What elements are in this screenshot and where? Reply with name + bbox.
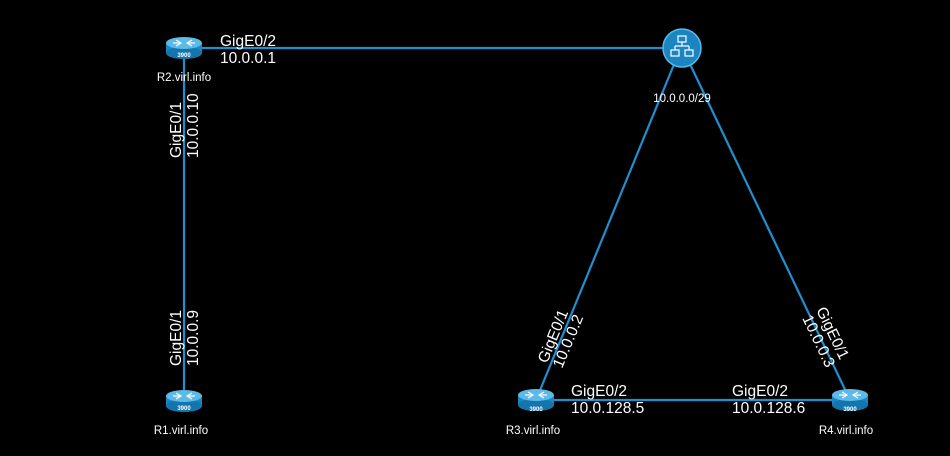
router-r1-name: R1.virl.info bbox=[154, 425, 208, 437]
switch-node[interactable] bbox=[662, 28, 702, 68]
router-r1[interactable]: 3900 bbox=[165, 389, 203, 413]
interface-port-label: GigE0/2 bbox=[220, 33, 276, 50]
interface-port-label: GigE0/1 bbox=[168, 310, 185, 366]
interface-ip-label: 10.0.128.6 bbox=[732, 400, 805, 417]
router-model-label: 3900 bbox=[177, 53, 191, 59]
router-model-label: 3900 bbox=[843, 407, 857, 413]
interface-port-label: GigE0/2 bbox=[732, 383, 788, 400]
interface-ip-label: 10.0.128.5 bbox=[571, 400, 644, 417]
router-model-label: 3900 bbox=[177, 406, 191, 412]
router-r3-name: R3.virl.info bbox=[506, 425, 560, 437]
router-r2[interactable]: 3900 bbox=[165, 36, 203, 60]
router-model-label: 3900 bbox=[529, 407, 543, 413]
switch-subnet-label: 10.0.0.0/29 bbox=[653, 93, 711, 105]
interface-ip-label: 10.0.0.10 bbox=[185, 93, 202, 158]
interface-port-label: GigE0/1 bbox=[168, 102, 185, 158]
interface-port-label: GigE0/2 bbox=[571, 383, 627, 400]
network-switch-icon bbox=[670, 35, 694, 57]
link-switch-r3[interactable] bbox=[534, 61, 677, 401]
router-r4[interactable]: 3900 bbox=[831, 388, 869, 413]
interface-ip-label: 10.0.0.9 bbox=[185, 310, 202, 366]
router-r2-name: R2.virl.info bbox=[157, 72, 211, 84]
link-switch-r4[interactable] bbox=[688, 61, 851, 401]
router-r4-name: R4.virl.info bbox=[819, 425, 873, 437]
router-r3[interactable]: 3900 bbox=[517, 388, 555, 413]
interface-ip-label: 10.0.0.1 bbox=[220, 50, 276, 67]
